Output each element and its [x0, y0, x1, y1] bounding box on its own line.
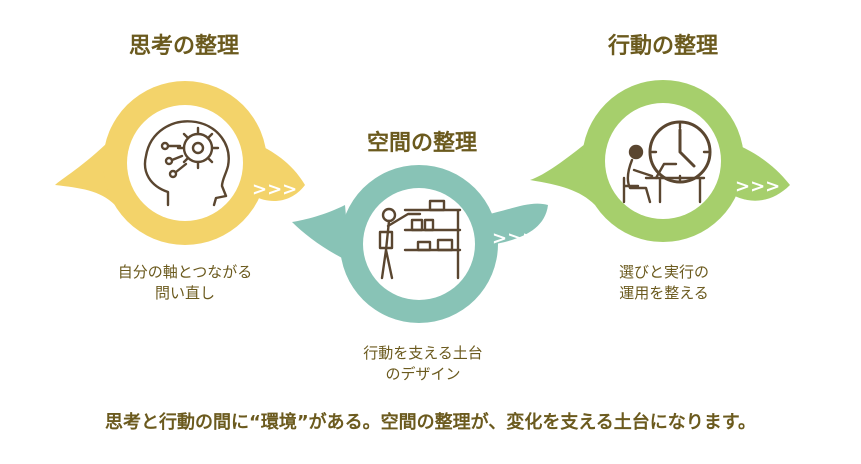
- stage-3-shape: [530, 80, 790, 242]
- brain-gear-head-icon: [143, 120, 230, 207]
- stage-2-title: 空間の整理: [366, 131, 477, 156]
- stage-3-desc-line-1: 選びと実行の: [618, 263, 709, 281]
- stage-1-shape: [55, 81, 305, 245]
- stage-2-desc-line-2: のデザイン: [385, 365, 461, 383]
- stage-3-title: 行動の整理: [607, 34, 718, 59]
- stage-3-desc-line-2: 運用を整える: [619, 284, 709, 302]
- stage-1-description: 自分の軸とつながる 問い直し: [95, 262, 275, 304]
- stage-1-desc-line-1: 自分の軸とつながる: [117, 263, 253, 281]
- stage-3-description: 選びと実行の 運用を整える: [574, 262, 754, 304]
- stage-1-desc-line-2: 問い直し: [154, 284, 215, 302]
- stage-2-desc-line-1: 行動を支える土台: [363, 344, 483, 362]
- stage-1-title: 思考の整理: [128, 34, 239, 59]
- stage-2-description: 行動を支える土台 のデザイン: [333, 343, 513, 385]
- footer-caption: 思考と行動の間に“環境”がある。空間の整理が、変化を支える土台になります。: [105, 412, 756, 433]
- arrow-1-icon: >>>: [252, 179, 297, 200]
- person-shelf-icon: [378, 199, 462, 280]
- arrow-2-icon: >>>: [492, 228, 537, 249]
- arrow-3-icon: >>>: [735, 176, 780, 197]
- person-desk-clock-icon: [622, 120, 712, 204]
